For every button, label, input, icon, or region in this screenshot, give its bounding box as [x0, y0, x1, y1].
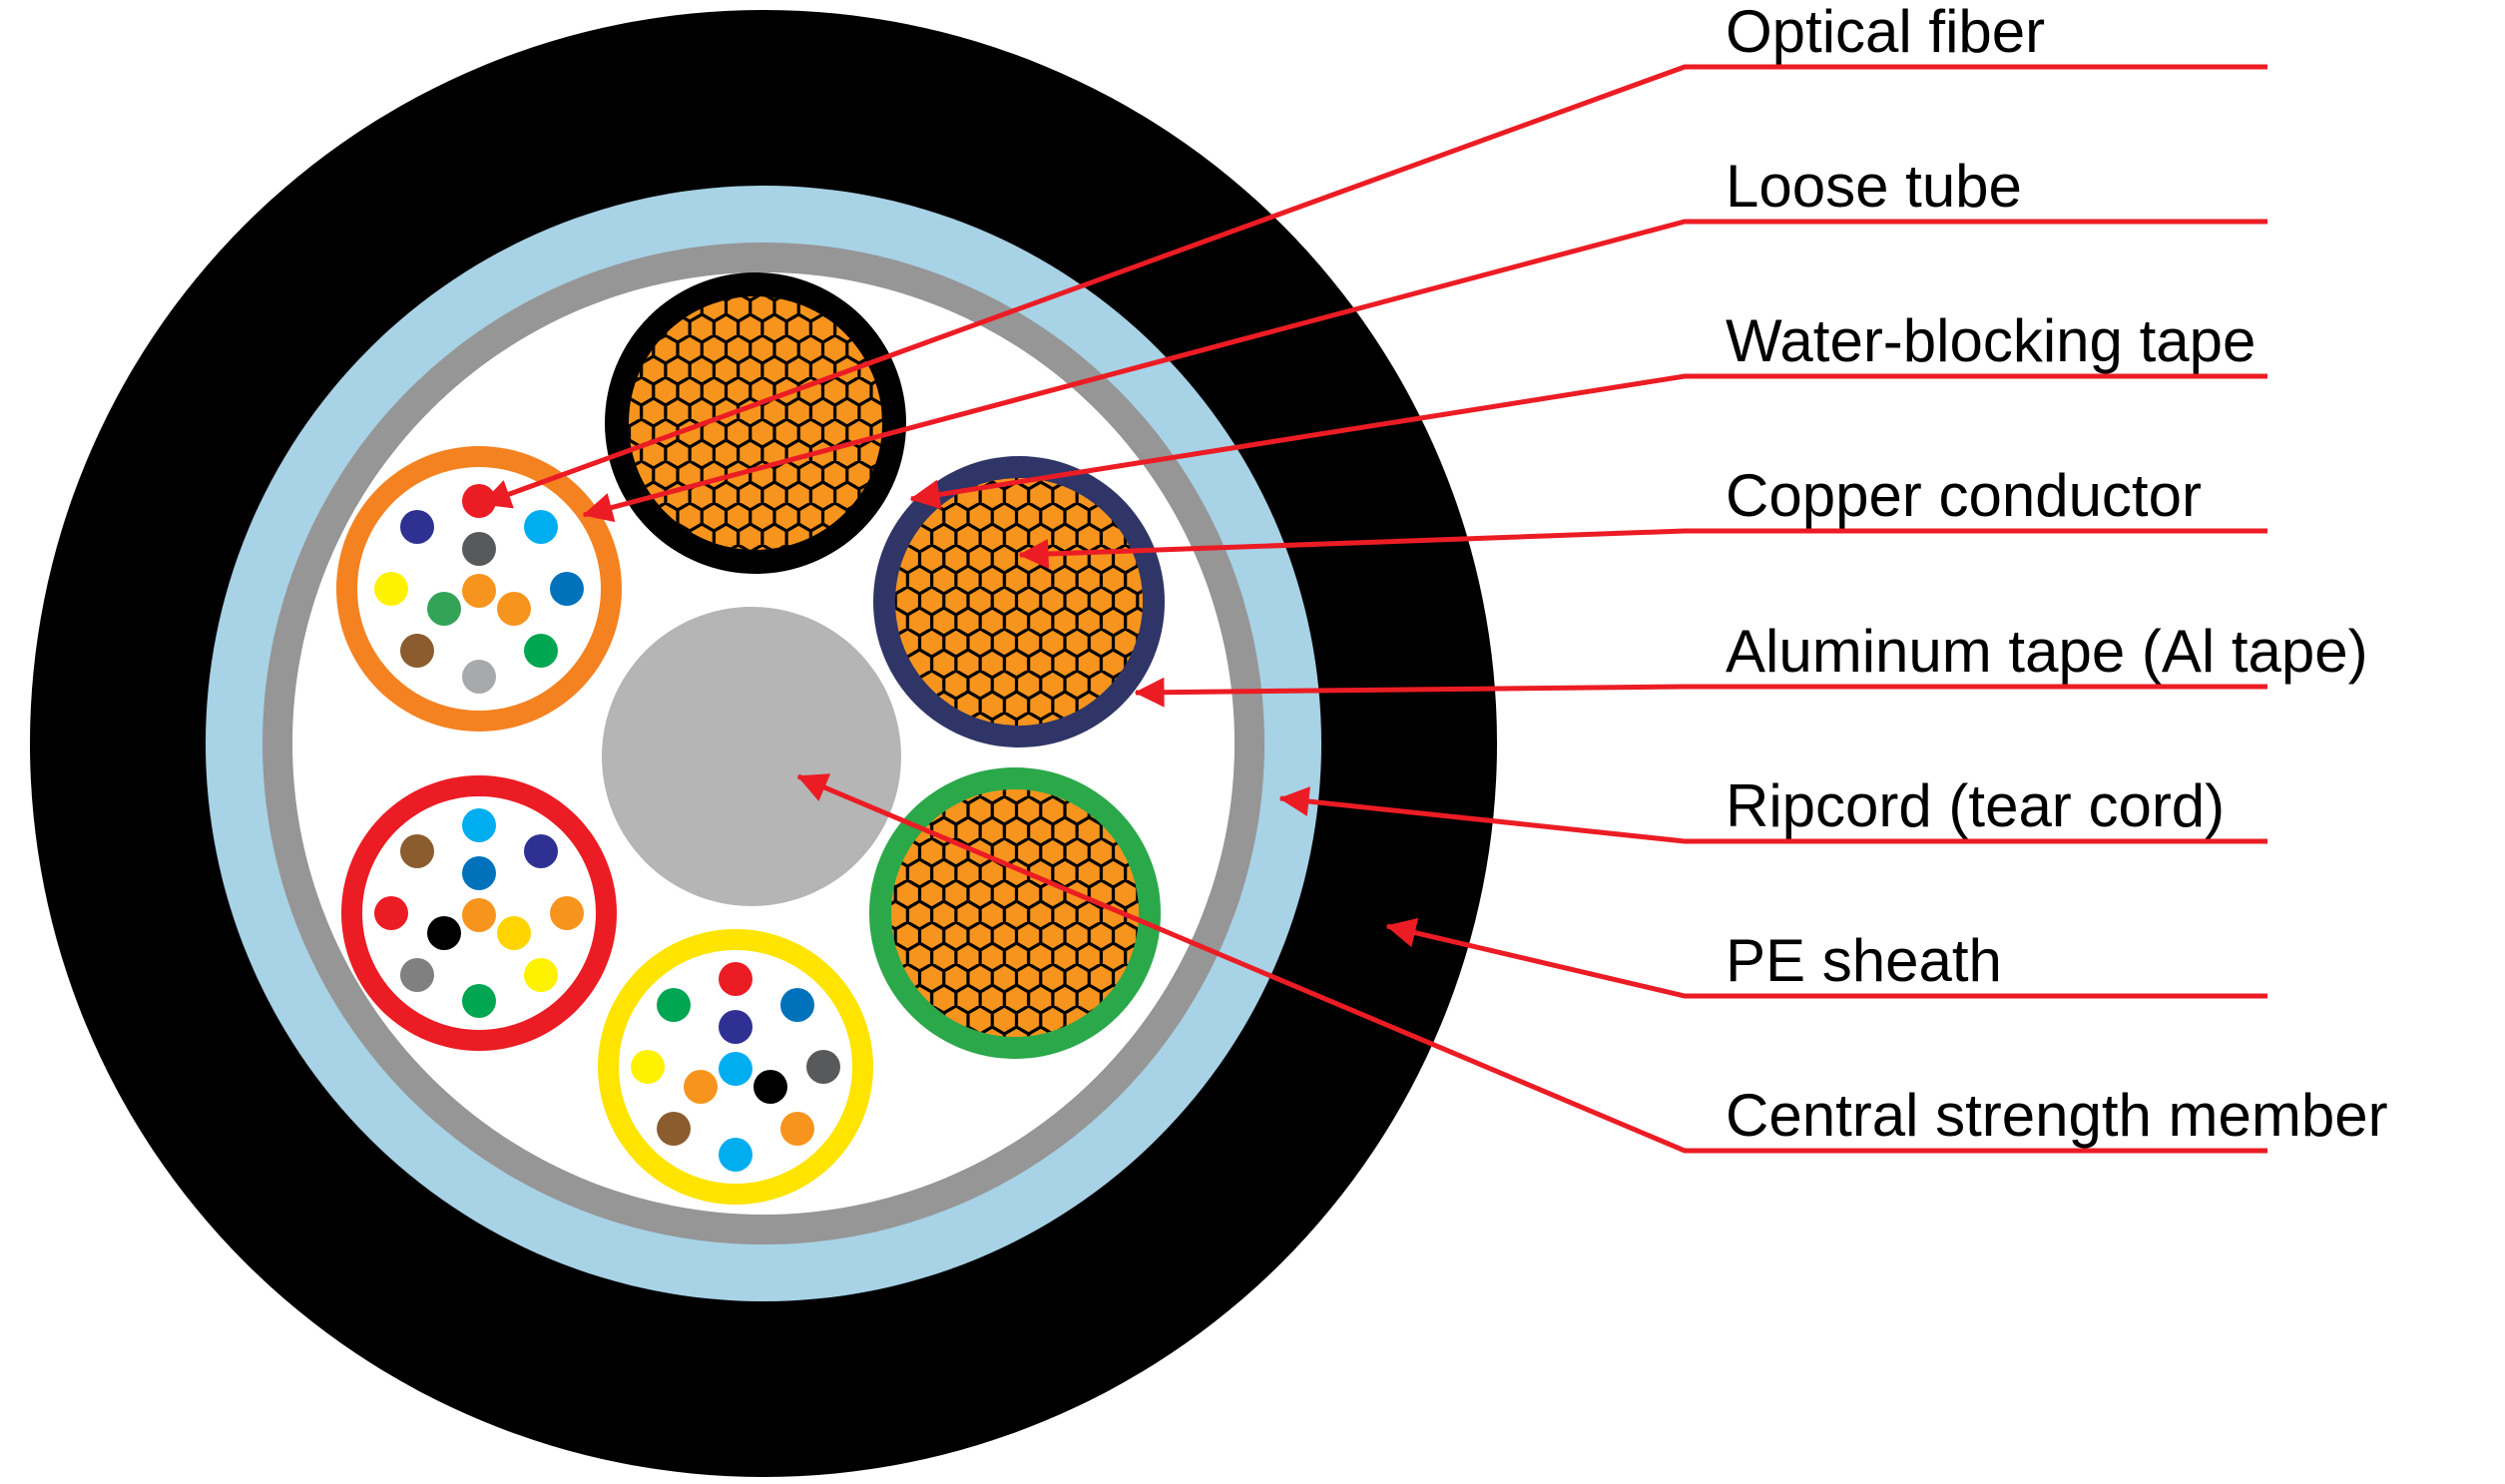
optical-fiber-dot — [462, 574, 496, 608]
label-optical-fiber: Optical fiber — [1726, 0, 2045, 65]
optical-fiber-dot — [719, 962, 752, 996]
optical-fiber-dot — [497, 592, 531, 626]
annotation-optical-fiber: Optical fiber — [480, 0, 2267, 509]
optical-fiber-dot — [550, 572, 584, 606]
copper-unit-top — [605, 272, 906, 574]
label-water-blocking-tape: Water-blocking tape — [1726, 307, 2255, 374]
leader-pe-sheath — [1385, 917, 2267, 999]
optical-fiber-dot — [719, 1052, 752, 1086]
annotation-copper-conductor: Copper conductor — [1018, 462, 2267, 569]
leader-optical-fiber — [480, 64, 2267, 509]
label-pe-sheath: PE sheath — [1726, 927, 2002, 994]
optical-fiber-dot — [550, 896, 584, 930]
leader-water-blocking-tape — [909, 373, 2267, 510]
leader-copper-conductor — [1018, 528, 2267, 569]
annotations: Optical fiber Loose tube Water-blocking … — [480, 0, 2388, 1154]
loose-tube-upper-left — [336, 446, 622, 732]
central-strength-member-circle — [602, 607, 901, 906]
optical-fiber-dot — [657, 1112, 691, 1146]
optical-fiber-dot — [462, 856, 496, 890]
optical-fiber-dot — [497, 916, 531, 950]
optical-fiber-dot — [524, 634, 558, 668]
optical-fiber-dot — [462, 808, 496, 842]
copper-hex-overlay — [895, 478, 1143, 726]
annotation-aluminum-tape: Aluminum tape (Al tape) — [1134, 618, 2368, 708]
optical-fiber-dot — [462, 984, 496, 1018]
optical-fiber-dot — [806, 1050, 840, 1084]
optical-fiber-dot — [462, 532, 496, 566]
label-aluminum-tape: Aluminum tape (Al tape) — [1726, 618, 2368, 685]
optical-fiber-dot — [524, 834, 558, 868]
optical-fiber-dot — [780, 988, 814, 1022]
optical-fiber-dot — [524, 510, 558, 544]
copper-hex-overlay — [629, 296, 882, 550]
optical-fiber-dot — [719, 1138, 752, 1172]
annotation-water-blocking-tape: Water-blocking tape — [909, 307, 2267, 510]
optical-fiber-dot — [753, 1070, 787, 1104]
copper-unit-bottom-right — [869, 767, 1161, 1059]
copper-hex-overlay — [891, 789, 1139, 1037]
optical-fiber-dot — [374, 896, 408, 930]
label-central-strength-member: Central strength member — [1726, 1082, 2388, 1149]
optical-fiber-dot — [400, 634, 434, 668]
annotation-central-strength-member: Central strength member — [796, 773, 2388, 1154]
copper-unit-right — [873, 456, 1165, 747]
loose-tube-bottom — [598, 929, 873, 1205]
loose-tube-lower-left — [341, 775, 617, 1051]
optical-fiber-dot — [462, 898, 496, 932]
optical-fiber-dot — [400, 510, 434, 544]
optical-fiber-dot — [524, 958, 558, 992]
annotation-ripcord: Ripcord (tear cord) — [1278, 772, 2267, 844]
optical-fiber-dot — [657, 988, 691, 1022]
label-ripcord: Ripcord (tear cord) — [1726, 772, 2225, 839]
leader-central-strength-member — [796, 773, 2267, 1154]
optical-fiber-dot — [631, 1050, 665, 1084]
optical-fiber-dot — [427, 592, 461, 626]
optical-fiber-dot — [400, 834, 434, 868]
optical-fiber-dot — [462, 660, 496, 694]
annotation-pe-sheath: PE sheath — [1385, 917, 2267, 999]
optical-fiber-dot — [374, 572, 408, 606]
optical-fiber-dot — [719, 1010, 752, 1044]
annotation-loose-tube: Loose tube — [582, 153, 2267, 523]
leader-loose-tube — [582, 219, 2267, 523]
optical-fiber-dot — [427, 916, 461, 950]
label-copper-conductor: Copper conductor — [1726, 462, 2202, 529]
label-loose-tube: Loose tube — [1726, 153, 2022, 220]
cable-cross-section — [30, 10, 1497, 1477]
optical-fiber-dot — [400, 958, 434, 992]
optical-fiber-dot — [684, 1070, 718, 1104]
leader-ripcord — [1278, 786, 2267, 844]
optical-fiber-dot — [780, 1112, 814, 1146]
leader-aluminum-tape — [1134, 677, 2267, 708]
